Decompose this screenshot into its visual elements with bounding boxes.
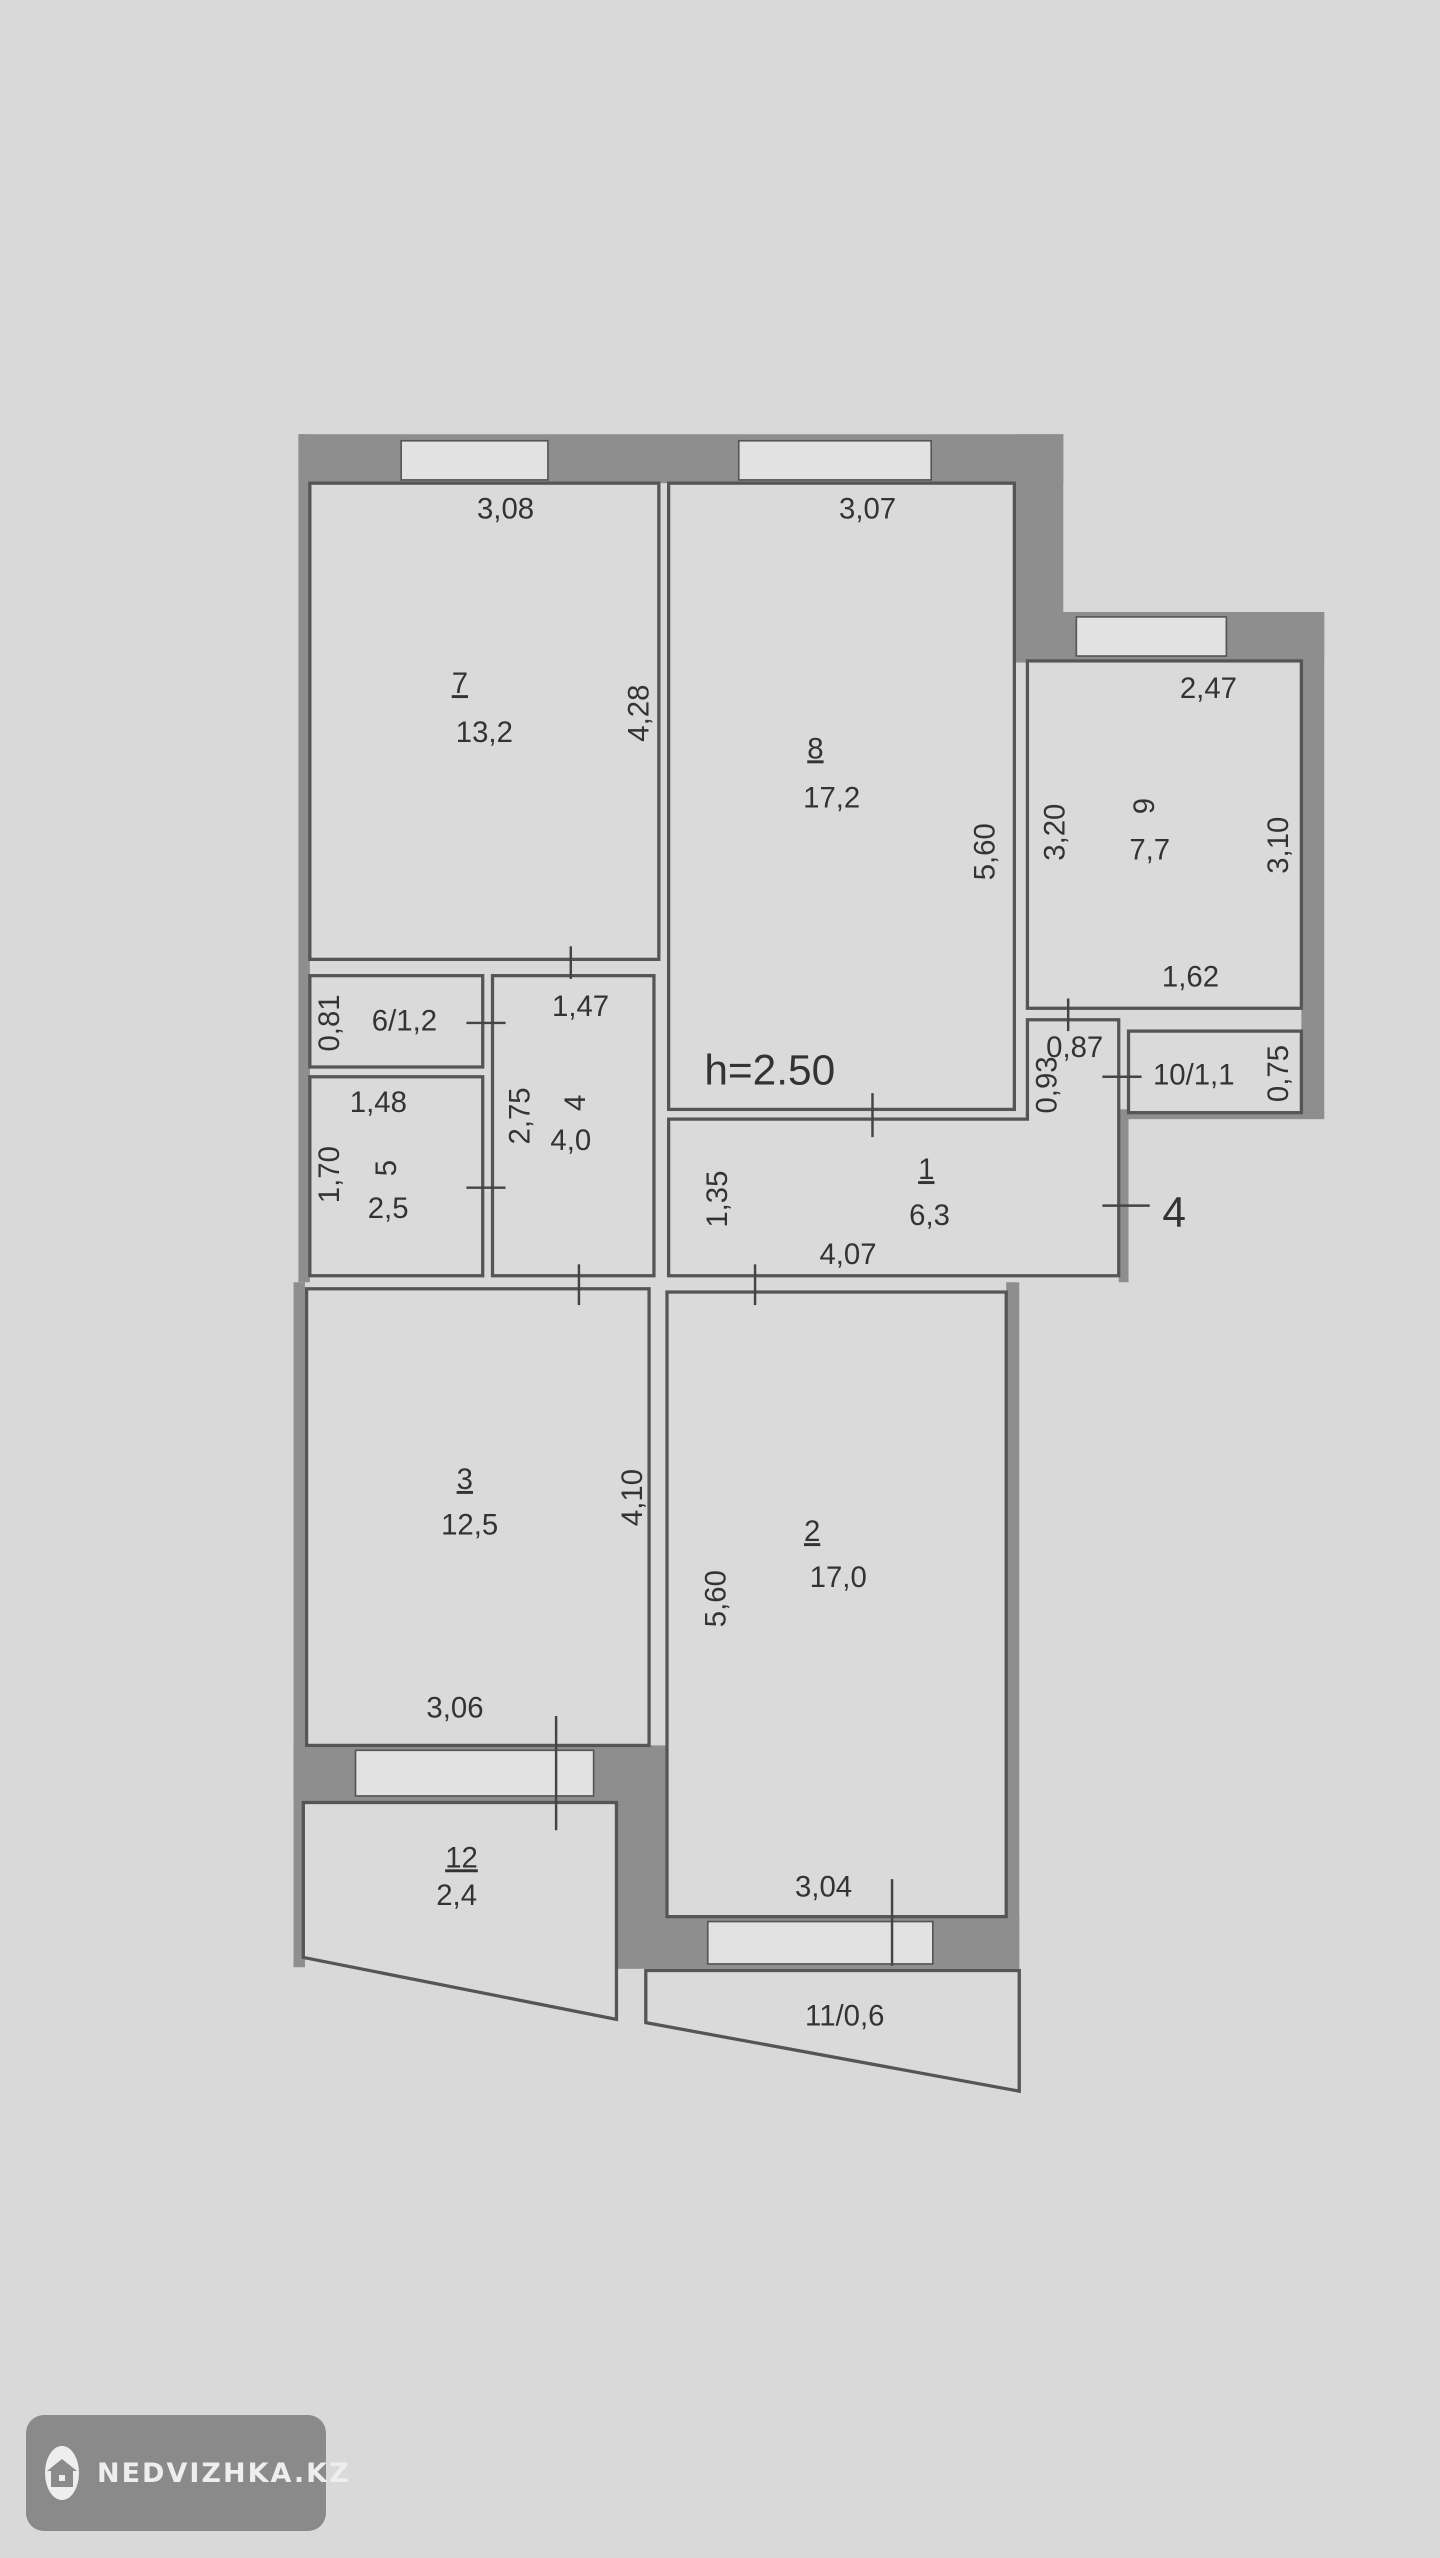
room-10-height: 0,75 [1262, 1045, 1295, 1102]
room-7-height: 4,28 [623, 685, 656, 742]
room-3-area: 12,5 [441, 1509, 498, 1542]
watermark-logo: NEDVIZHKA.KZ [26, 2415, 349, 2531]
watermark-text: NEDVIZHKA.KZ [97, 2457, 351, 2489]
room-1-height-small: 0,93 [1030, 1056, 1063, 1113]
room-8-width: 3,07 [839, 493, 896, 526]
room-6-label: 6/1,2 [372, 1005, 437, 1038]
room-10-label: 10/1,1 [1153, 1059, 1235, 1092]
room-8-area: 17,2 [803, 781, 860, 814]
room-5-height: 1,70 [313, 1146, 346, 1203]
room-9-height-right: 3,10 [1262, 817, 1295, 874]
windows [354, 439, 1228, 1965]
room-1-hall [666, 1018, 1121, 1278]
room-1-number: 1 [918, 1153, 934, 1186]
room-1-area: 6,3 [909, 1199, 950, 1232]
room-1-width: 4,07 [819, 1238, 876, 1271]
room-6-height: 0,81 [313, 994, 346, 1051]
ceiling-height: h=2.50 [704, 1047, 835, 1094]
room-2-width: 3,04 [795, 1871, 852, 1904]
room-12-number: 12 [445, 1841, 478, 1874]
room-5 [308, 1075, 485, 1278]
door-marks [466, 946, 1150, 1966]
room-2-area: 17,0 [810, 1561, 867, 1594]
room-6 [308, 974, 485, 1069]
room-5-number: 5 [370, 1160, 403, 1176]
room-12-balcony [301, 1800, 619, 2022]
room-9-width-bottom: 1,62 [1162, 961, 1219, 994]
room-8 [666, 481, 1016, 1112]
room-3 [304, 1287, 651, 1748]
room-5-area: 2,5 [368, 1192, 409, 1225]
room-9-number: 9 [1128, 798, 1161, 814]
room-11-label: 11/0,6 [805, 2000, 884, 2033]
room-9-height-left: 3,20 [1039, 804, 1072, 861]
room-3-number: 3 [457, 1463, 473, 1496]
room-12-area: 2,4 [436, 1879, 477, 1912]
room-7-area: 13,2 [456, 716, 513, 749]
room-2-height: 5,60 [699, 1570, 732, 1627]
room-3-width: 3,06 [426, 1691, 483, 1724]
room-8-height: 5,60 [968, 823, 1001, 880]
entrance-marker: 4 [1162, 1189, 1186, 1236]
room-5-width: 1,48 [350, 1086, 407, 1119]
room-9-area: 7,7 [1129, 833, 1170, 866]
room-7 [308, 481, 661, 961]
room-1-height: 1,35 [701, 1171, 734, 1228]
room-4-number: 4 [559, 1095, 592, 1111]
room-7-number: 7 [452, 667, 468, 700]
room-4-width: 1,47 [552, 990, 609, 1023]
room-9 [1025, 659, 1304, 1010]
room-2-number: 2 [804, 1515, 820, 1548]
room-4 [490, 974, 656, 1278]
room-8-number: 8 [807, 732, 823, 765]
house-icon [45, 2446, 79, 2500]
room-10 [1126, 1029, 1304, 1115]
room-3-height: 4,10 [616, 1469, 649, 1526]
room-1-width-small: 0,87 [1046, 1031, 1103, 1064]
room-9-width: 2,47 [1180, 672, 1237, 705]
room-4-height: 2,75 [504, 1087, 537, 1144]
room-2 [665, 1290, 1008, 1919]
room-7-width: 3,08 [477, 493, 534, 526]
room-4-area: 4,0 [550, 1124, 591, 1157]
room-11-balcony [644, 1968, 1021, 2094]
